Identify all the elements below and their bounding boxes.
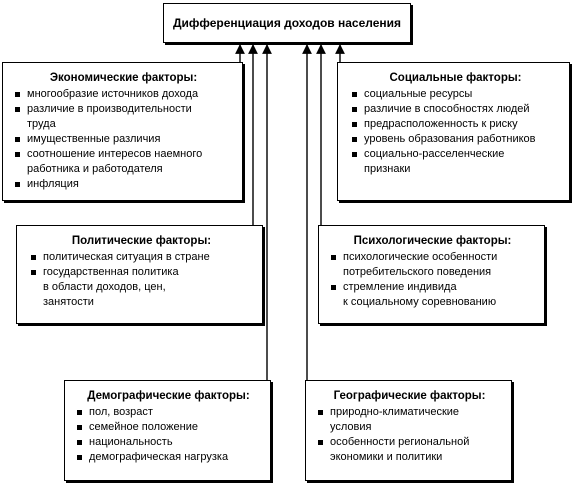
list-item-continuation: экономики и политики — [330, 451, 443, 463]
list-item-continuation: к социальному соревнованию — [343, 296, 497, 308]
list-item: социальные ресурсы — [348, 87, 563, 102]
social-factors-list: социальные ресурсы различие в способност… — [348, 87, 563, 177]
political-factors-box: Политические факторы: политическая ситуа… — [16, 225, 263, 324]
list-item: соотношение интересов наемного — [11, 147, 236, 162]
list-item-continuation: признаки — [364, 163, 411, 175]
root-box: Дифференциация доходов населения — [163, 3, 411, 43]
geographic-factors-list: природно-климатические условия особеннос… — [314, 405, 505, 465]
list-item: многообразие источников дохода — [11, 87, 236, 102]
root-title: Дифференциация доходов населения — [172, 15, 402, 30]
economic-factors-list: многообразие источников дохода различие … — [11, 87, 236, 192]
list-item: стремление индивида — [327, 280, 538, 295]
list-item-continuation: занятости — [43, 296, 94, 308]
list-item-continuation: потребительского поведения — [343, 266, 492, 278]
psychological-factors-title: Психологические факторы: — [353, 235, 512, 247]
list-item: демографическая нагрузка — [73, 450, 264, 465]
political-factors-title: Политические факторы: — [71, 235, 212, 247]
list-item-continuation: в области доходов, цен, — [43, 281, 166, 293]
list-item: национальность — [73, 435, 264, 450]
list-item: социально-расселенческие — [348, 147, 563, 162]
political-factors-list: политическая ситуация в стране государст… — [27, 250, 256, 310]
list-item: особенности региональной — [314, 435, 505, 450]
demographic-factors-box: Демографические факторы: пол, возраст се… — [64, 380, 271, 481]
list-item: пол, возраст — [73, 405, 264, 420]
list-item: государственная политика — [27, 265, 256, 280]
economic-factors-title: Экономические факторы: — [49, 72, 198, 84]
list-item: различие в способностях людей — [348, 102, 563, 117]
social-factors-title: Социальные факторы: — [389, 72, 522, 84]
geographic-factors-box: Географические факторы: природно-климати… — [305, 380, 512, 481]
list-item: уровень образования работников — [348, 132, 563, 147]
geographic-factors-title: Географические факторы: — [333, 390, 486, 402]
list-item: предрасположенность к риску — [348, 117, 563, 132]
list-item-continuation: труда — [27, 118, 56, 130]
list-item: семейное положение — [73, 420, 264, 435]
demographic-factors-title: Демографические факторы: — [87, 390, 250, 402]
psychological-factors-list: психологические особенности потребительс… — [327, 250, 538, 310]
list-item: различие в производительности — [11, 102, 236, 117]
list-item-continuation: работника и работодателя — [27, 163, 163, 175]
list-item-continuation: условия — [330, 421, 372, 433]
social-factors-box: Социальные факторы: социальные ресурсы р… — [337, 62, 570, 201]
list-item: инфляция — [11, 177, 236, 192]
list-item: имущественные различия — [11, 132, 236, 147]
list-item: психологические особенности — [327, 250, 538, 265]
list-item: политическая ситуация в стране — [27, 250, 256, 265]
economic-factors-box: Экономические факторы: многообразие исто… — [2, 62, 243, 201]
demographic-factors-list: пол, возраст семейное положение национал… — [73, 405, 264, 465]
psychological-factors-box: Психологические факторы: психологические… — [318, 225, 545, 324]
list-item: природно-климатические — [314, 405, 505, 420]
